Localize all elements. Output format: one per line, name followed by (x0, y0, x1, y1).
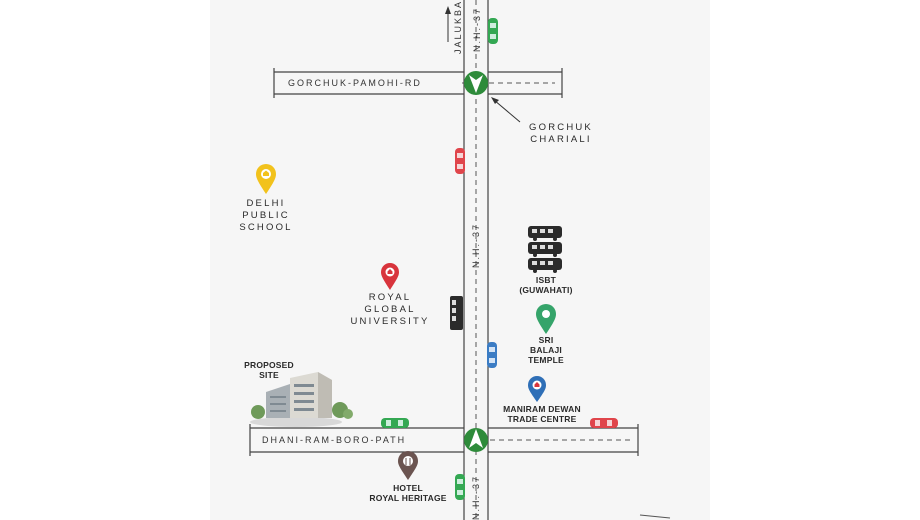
north-direction-label: JALUKBARI (453, 0, 463, 54)
highway-label-middle: N.H.-37 (471, 222, 481, 268)
bus-icon (450, 296, 463, 330)
university-pin-icon (381, 263, 399, 290)
chariali-pointer-icon (491, 97, 521, 123)
school-pin-icon (256, 164, 276, 194)
junction-arrow-icon (464, 428, 488, 452)
car-icon (487, 342, 497, 368)
map-panel (210, 0, 710, 520)
proposed-site-label: PROPOSED SITE (244, 360, 294, 380)
trade-centre-pin-icon (528, 376, 546, 402)
temple-pin-icon (536, 304, 556, 334)
sri-balaji-temple-label: SRI BALAJI TEMPLE (528, 335, 564, 365)
hotel-royal-heritage-label: HOTEL ROYAL HERITAGE (369, 483, 447, 503)
top-road (273, 68, 563, 98)
car-icon (455, 474, 465, 500)
royal-global-university-label: ROYAL GLOBAL UNIVERSITY (350, 292, 430, 327)
top-road-label: GORCHUK-PAMOHI-RD (288, 78, 422, 88)
gorchuk-chariali-label: GORCHUK CHARIALI (529, 122, 593, 145)
isbt-label: ISBT (GUWAHATI) (519, 275, 573, 295)
corner-road-mark (639, 514, 671, 519)
junction-arrow-icon (464, 71, 488, 95)
car-icon (381, 418, 409, 428)
car-icon (455, 148, 465, 174)
delhi-public-school-label: DELHI PUBLIC SCHOOL (239, 198, 293, 233)
isbt-bus-icon (528, 226, 562, 273)
building-icon (250, 372, 353, 427)
bottom-road-label: DHANI-RAM-BORO-PATH (262, 435, 407, 445)
highway-label-upper: N.H.-37 (472, 6, 482, 52)
car-icon (590, 418, 618, 428)
car-icon (488, 18, 498, 44)
north-arrow-icon (445, 6, 451, 42)
highway-label-lower: N.H.-37 (471, 474, 481, 520)
maniram-dewan-label: MANIRAM DEWAN TRADE CENTRE (503, 404, 581, 424)
bottom-road (249, 424, 639, 456)
hotel-pin-icon (398, 451, 418, 480)
